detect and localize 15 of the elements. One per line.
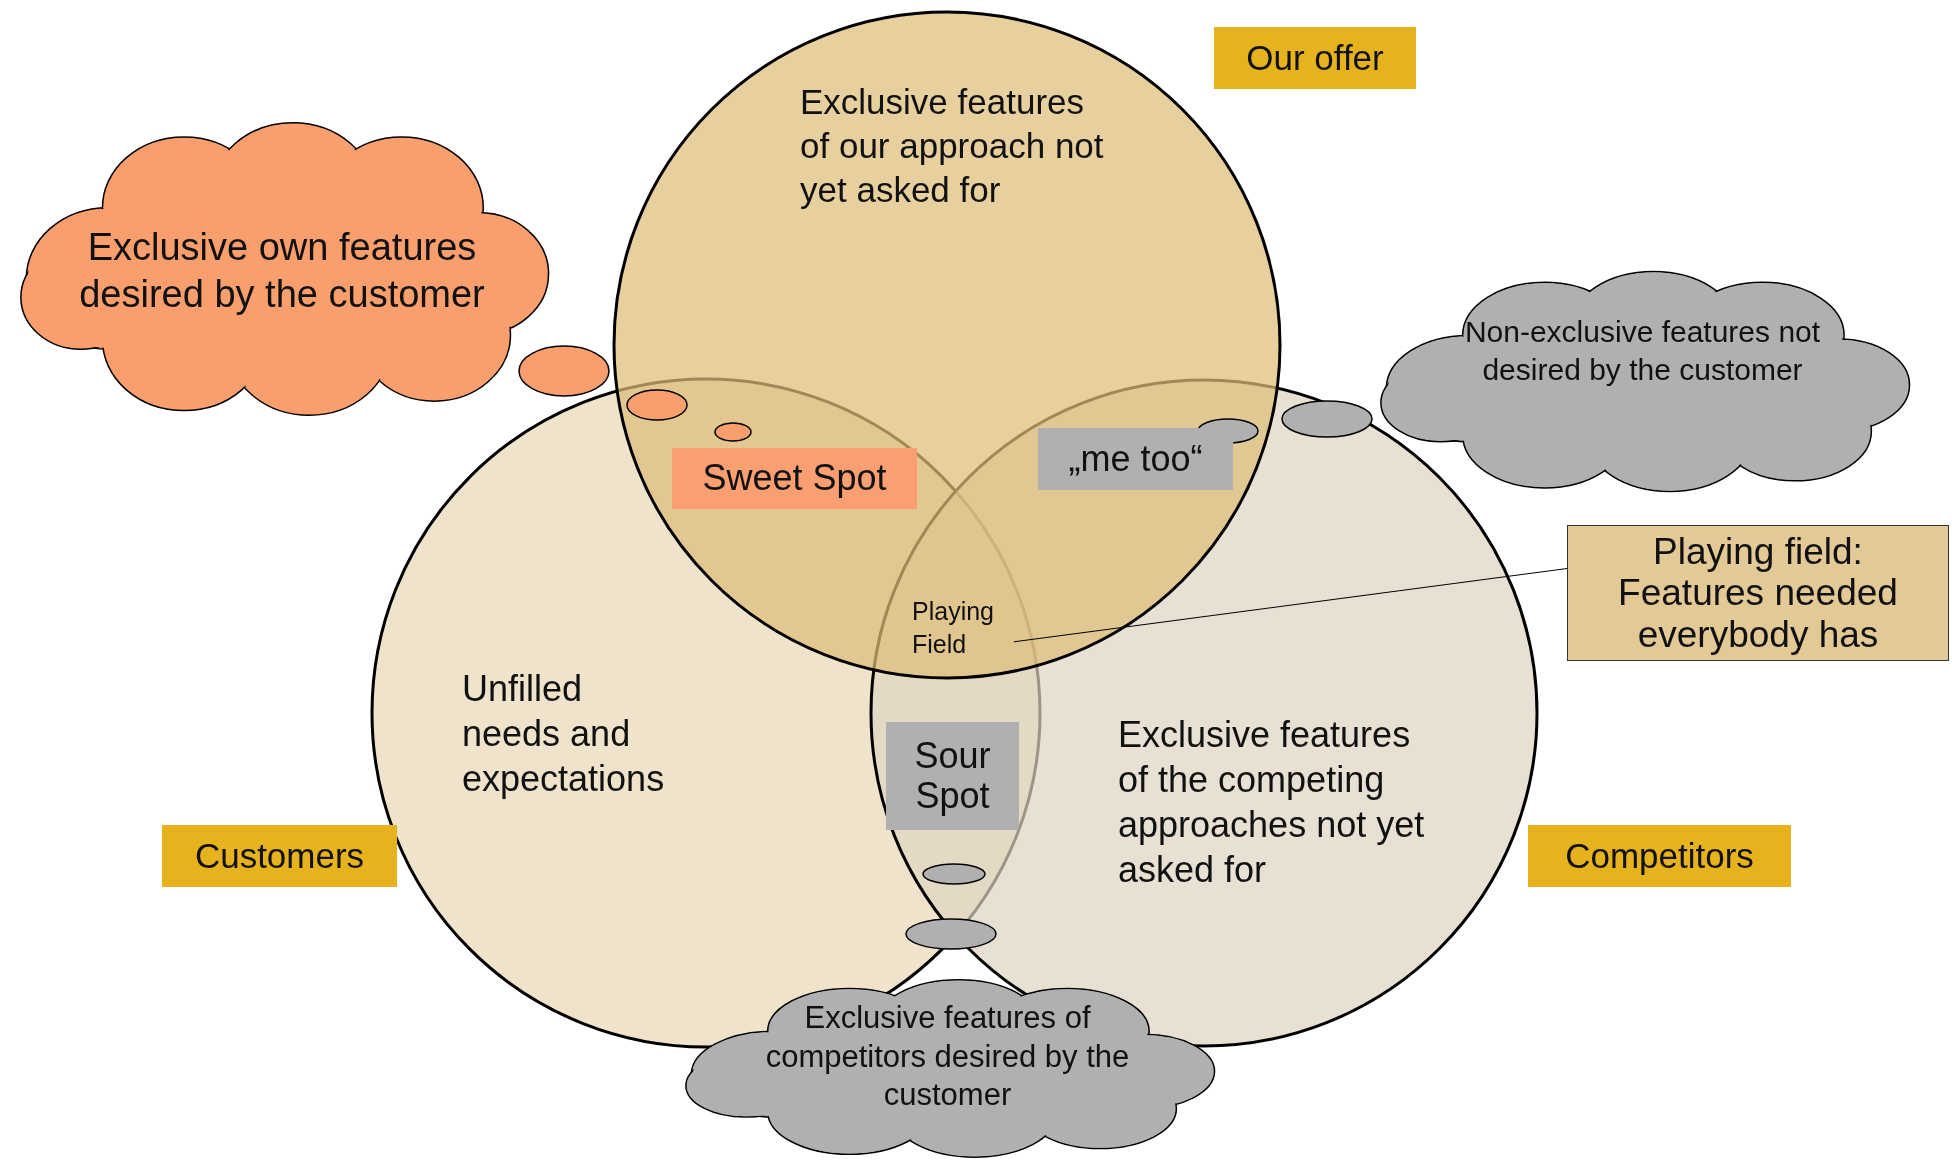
region-text: Unfilled needs and expectations	[462, 667, 666, 801]
sour-spot-label: Sour Spot	[886, 722, 1019, 830]
set-label: Our offer	[1214, 27, 1416, 89]
callout-box: Playing field: Features needed everybody has	[1567, 525, 1949, 661]
leader-line	[1013, 568, 1568, 643]
me-too-label: „me too“	[1038, 428, 1233, 490]
region-label: Playing Field	[912, 595, 1012, 660]
cloud-text: Exclusive features of competitors desired by the customer	[764, 998, 1131, 1115]
set-label: Competitors	[1528, 825, 1791, 887]
region-text: Exclusive features of the competing approaches not yet asked for	[1118, 713, 1426, 892]
region-text: Exclusive features of our approach not yet asked for	[800, 81, 1105, 211]
set-label: Customers	[162, 825, 397, 887]
sweet-spot-label: Sweet Spot	[672, 448, 917, 509]
cloud-text: Non-exclusive features not desired by the customer	[1463, 314, 1822, 388]
cloud-text: Exclusive own features desired by the customer	[78, 224, 486, 318]
